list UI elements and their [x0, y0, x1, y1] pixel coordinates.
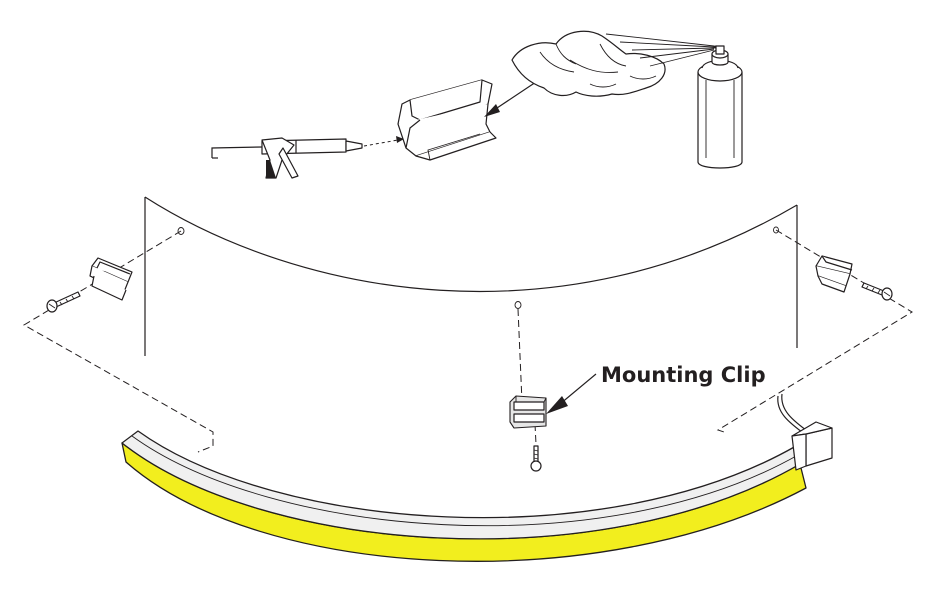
- mounting-surface: [144, 196, 798, 356]
- caulking-gun-icon: [211, 137, 363, 179]
- cloth-arrow-head: [484, 104, 500, 117]
- mounting-clip-left: [89, 257, 133, 301]
- mounting-hole-left: [177, 227, 185, 235]
- led-end-cap-side: [791, 433, 807, 471]
- spray-can-icon: [697, 45, 743, 169]
- cloth-arrow-line: [493, 81, 537, 111]
- mounting-clip-label: Mounting Clip: [601, 363, 766, 387]
- mounting-clip-right: [815, 255, 853, 293]
- mounting-channel: [397, 79, 497, 161]
- mounting-clip-center: [509, 395, 547, 429]
- alignment-lines: [23, 229, 913, 453]
- screw-icon: [861, 282, 893, 301]
- spray-lines: [605, 33, 715, 67]
- mounting-hole-center: [514, 301, 522, 309]
- screw-icon: [46, 291, 81, 313]
- callout-arrow-line: [559, 373, 597, 405]
- callout-arrow-head: [546, 396, 568, 414]
- caulk-arrow-head: [396, 136, 404, 143]
- led-neon-strip: [121, 393, 833, 562]
- caulk-arrow-line: [363, 139, 399, 147]
- mounting-hole-right: [773, 226, 779, 234]
- screw-icon: [530, 445, 542, 472]
- cleaning-cloth-icon: [511, 30, 666, 97]
